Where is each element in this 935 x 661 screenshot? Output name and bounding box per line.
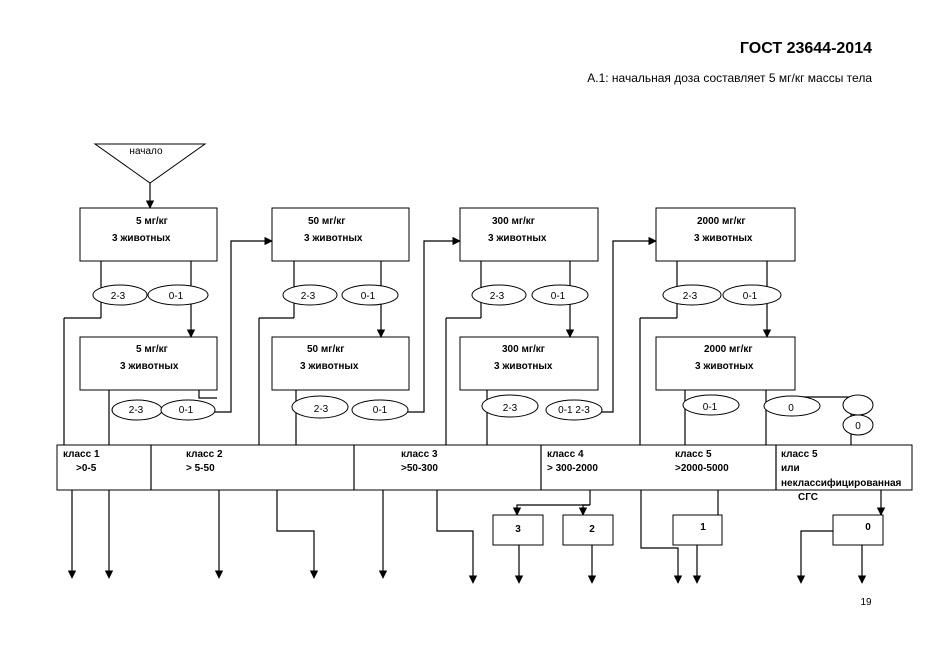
svg-text:> 5-50: > 5-50 <box>186 463 215 474</box>
dose-box-top-1: 5 мг/кг 3 животных <box>79 207 218 262</box>
svg-text:класс 3: класс 3 <box>401 449 438 460</box>
svg-text:0-1: 0-1 <box>169 291 184 302</box>
start-label: начало <box>129 146 163 157</box>
svg-text:3: 3 <box>515 524 521 535</box>
start-node <box>93 143 207 184</box>
dose-label: 300 мг/кг <box>492 216 535 227</box>
class-3-cell: класс 3 >50-300 <box>401 449 438 474</box>
animals-label: 3 животных <box>120 361 179 372</box>
svg-text:>50-300: >50-300 <box>401 463 438 474</box>
svg-text:0: 0 <box>788 403 794 414</box>
svg-text:класс 5: класс 5 <box>675 449 712 460</box>
dose-label: 5 мг/кг <box>136 216 168 227</box>
dose-box-bottom-2: 50 мг/кг 3 животных <box>271 336 410 391</box>
class-2-cell: класс 2 > 5-50 <box>186 449 223 474</box>
svg-text:2-3: 2-3 <box>314 404 329 415</box>
class-5-unclassified-cell: класс 5 или неклассифицированная СГС <box>781 449 902 503</box>
class-5-cell: класс 5 >2000-5000 <box>675 449 729 474</box>
svg-text:неклассифицированная: неклассифицированная <box>781 477 902 489</box>
svg-text:0: 0 <box>865 522 871 533</box>
page-number: 19 <box>860 597 872 608</box>
svg-text:0-1: 0-1 <box>743 291 758 302</box>
svg-text:>0-5: >0-5 <box>76 463 97 474</box>
dose-box-top-3: 300 мг/кг 3 животных <box>459 207 599 262</box>
outcome-ellipses-bottom: 2-3 0-1 2-3 0-1 2-3 0-1 2-3 0-1 0 0 <box>111 394 874 436</box>
svg-text:2-3: 2-3 <box>129 405 144 416</box>
svg-text:0-1: 0-1 <box>373 405 388 416</box>
dose-box-bottom-3: 300 мг/кг 3 животных <box>459 336 599 391</box>
dose-box-top-4: 2000 мг/кг 3 животных <box>655 207 796 262</box>
result-box-0: 0 <box>832 514 884 546</box>
svg-text:СГС: СГС <box>798 492 818 503</box>
dose-box-bottom-1: 5 мг/кг 3 животных <box>79 336 218 391</box>
result-box-2: 2 <box>562 514 614 546</box>
result-box-3: 3 <box>492 514 544 546</box>
class-1-cell: класс 1 >0-5 <box>63 449 100 474</box>
svg-text:1: 1 <box>700 522 706 533</box>
svg-text:2-3: 2-3 <box>503 403 518 414</box>
svg-text:2-3: 2-3 <box>111 291 126 302</box>
animals-label: 3 животных <box>694 233 753 244</box>
svg-text:0-1: 0-1 <box>179 405 194 416</box>
svg-text:или: или <box>781 463 800 474</box>
dose-label: 300 мг/кг <box>502 344 545 355</box>
document-standard-number: ГОСТ 23644-2014 <box>740 40 872 57</box>
dose-label: 2000 мг/кг <box>697 216 746 227</box>
dose-box-top-2: 50 мг/кг 3 животных <box>271 207 410 262</box>
svg-text:2-3: 2-3 <box>683 291 698 302</box>
svg-text:2-3: 2-3 <box>301 291 316 302</box>
animals-label: 3 животных <box>300 361 359 372</box>
svg-text:0-1: 0-1 <box>703 402 718 413</box>
svg-text:> 300-2000: > 300-2000 <box>547 463 598 474</box>
dose-label: 2000 мг/кг <box>704 344 753 355</box>
dose-label: 50 мг/кг <box>308 216 345 227</box>
svg-text:0-1: 0-1 <box>551 291 566 302</box>
diagram-subtitle: А.1: начальная доза составляет 5 мг/кг м… <box>587 71 872 85</box>
svg-text:0: 0 <box>855 421 861 432</box>
svg-text:класс 2: класс 2 <box>186 449 223 460</box>
dose-box-bottom-4: 2000 мг/кг 3 животных <box>655 336 796 391</box>
svg-text:2-3: 2-3 <box>490 291 505 302</box>
svg-text:0-1: 0-1 <box>361 291 376 302</box>
animals-label: 3 животных <box>494 361 553 372</box>
svg-text:класс 1: класс 1 <box>63 449 100 460</box>
svg-text:2: 2 <box>589 524 595 535</box>
svg-text:класс 5: класс 5 <box>781 449 818 460</box>
dose-label: 50 мг/кг <box>307 344 344 355</box>
svg-text:>2000-5000: >2000-5000 <box>675 463 729 474</box>
animals-label: 3 животных <box>695 361 754 372</box>
result-box-1: 1 <box>672 514 723 546</box>
dose-label: 5 мг/кг <box>136 344 168 355</box>
animals-label: 3 животных <box>112 233 171 244</box>
outcome-ellipses-top: 2-3 0-1 2-3 0-1 2-3 0-1 2-3 0-1 <box>92 284 782 306</box>
class-4-cell: класс 4 > 300-2000 <box>547 449 598 474</box>
animals-label: 3 животных <box>488 233 547 244</box>
svg-text:0-1 2-3: 0-1 2-3 <box>558 405 590 416</box>
classification-band <box>56 444 913 491</box>
animals-label: 3 животных <box>304 233 363 244</box>
svg-text:класс 4: класс 4 <box>547 449 584 460</box>
